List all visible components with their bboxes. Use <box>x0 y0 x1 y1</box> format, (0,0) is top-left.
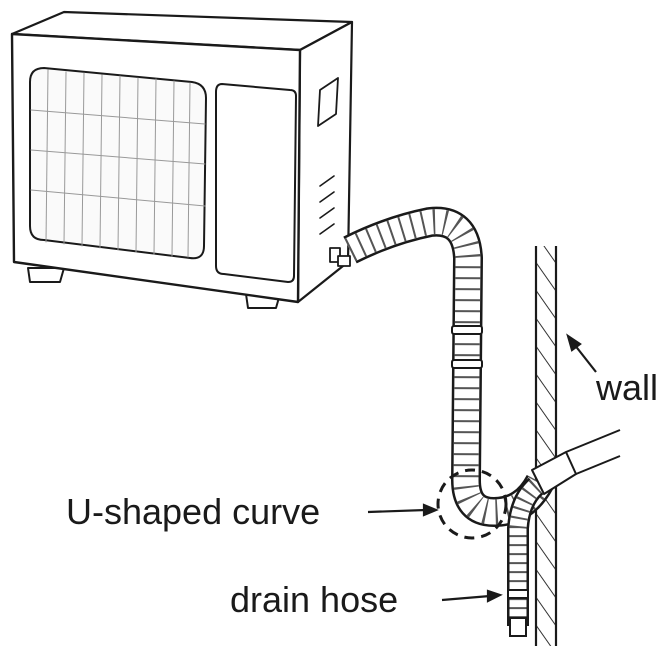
wall <box>534 246 558 646</box>
unit-foot-left <box>27 267 65 283</box>
drain-hose-arrow <box>441 589 503 603</box>
wall-arrow <box>566 333 597 373</box>
pipe-clamps <box>451 325 483 369</box>
wall-label: wall <box>596 367 659 408</box>
service-panel <box>215 83 297 283</box>
refrigerant-pipe <box>343 206 621 527</box>
u-shaped-curve-label: U-shaped curve <box>66 491 321 532</box>
callout-arrows <box>367 333 597 603</box>
u-curve-marker <box>436 468 508 540</box>
drain-hose <box>507 477 544 637</box>
outdoor-unit <box>10 10 354 309</box>
fan-grille <box>29 67 207 260</box>
drain-hose-label: drain hose <box>230 579 399 620</box>
u-curve-arrow <box>367 503 439 517</box>
